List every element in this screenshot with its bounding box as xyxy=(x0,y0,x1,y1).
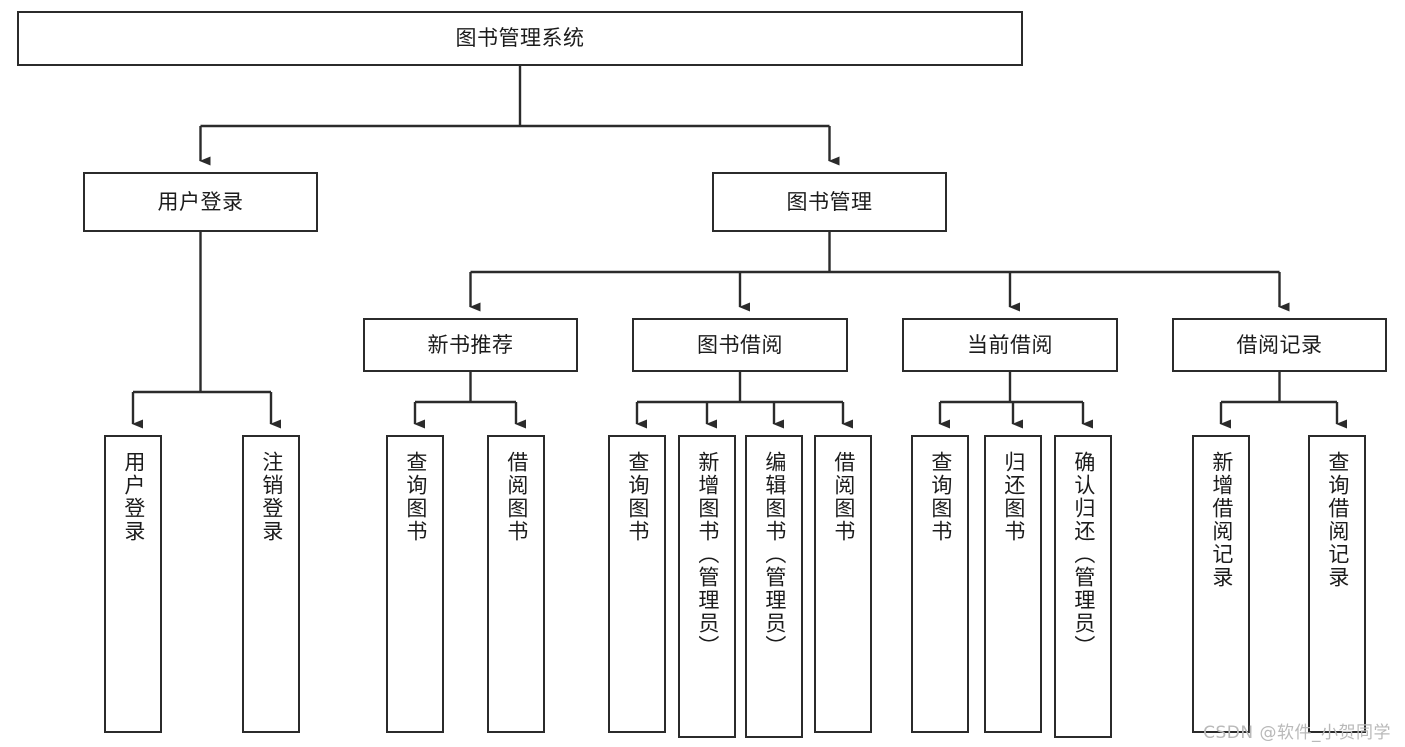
node-label: 新书推荐 xyxy=(427,332,514,357)
node-label: 当前借阅 xyxy=(967,332,1053,357)
node-l2b[interactable]: 图书管理 xyxy=(712,172,947,232)
node-label: 用户登录 xyxy=(121,451,146,543)
node-leaf1[interactable]: 用户登录 xyxy=(104,435,162,733)
node-l3d[interactable]: 借阅记录 xyxy=(1172,318,1387,372)
node-leaf6[interactable]: 新增图书（管理员） xyxy=(678,435,736,738)
node-label: 借阅记录 xyxy=(1236,332,1323,357)
node-leaf12[interactable]: 新增借阅记录 xyxy=(1192,435,1250,733)
node-label: 用户登录 xyxy=(157,189,244,214)
node-l2a[interactable]: 用户登录 xyxy=(83,172,318,232)
node-leaf10[interactable]: 归还图书 xyxy=(984,435,1042,733)
node-label: 归还图书 xyxy=(1001,451,1026,543)
node-leaf7[interactable]: 编辑图书（管理员） xyxy=(745,435,803,738)
node-leaf8[interactable]: 借阅图书 xyxy=(814,435,872,733)
node-leaf5[interactable]: 查询图书 xyxy=(608,435,666,733)
node-leaf9[interactable]: 查询图书 xyxy=(911,435,969,733)
node-label: 借阅图书 xyxy=(831,451,856,543)
node-label: 查询图书 xyxy=(403,451,428,543)
node-label: 确认归还（管理员） xyxy=(1071,451,1096,658)
node-label: 新增借阅记录 xyxy=(1209,451,1234,589)
node-l3b[interactable]: 图书借阅 xyxy=(632,318,848,372)
node-label: 借阅图书 xyxy=(504,451,529,543)
node-l3c[interactable]: 当前借阅 xyxy=(902,318,1118,372)
node-label: 图书管理系统 xyxy=(455,26,585,51)
node-label: 查询图书 xyxy=(928,451,953,543)
node-label: 查询借阅记录 xyxy=(1325,451,1350,589)
node-label: 编辑图书（管理员） xyxy=(762,451,787,658)
node-leaf3[interactable]: 查询图书 xyxy=(386,435,444,733)
node-label: 图书借阅 xyxy=(697,332,783,357)
node-l3a[interactable]: 新书推荐 xyxy=(363,318,578,372)
node-label: 新增图书（管理员） xyxy=(695,451,720,658)
node-label: 查询图书 xyxy=(625,451,650,543)
node-leaf11[interactable]: 确认归还（管理员） xyxy=(1054,435,1112,738)
node-leaf13[interactable]: 查询借阅记录 xyxy=(1308,435,1366,733)
node-leaf4[interactable]: 借阅图书 xyxy=(487,435,545,733)
watermark: CSDN @软件_小贺同学 xyxy=(1203,723,1391,743)
node-leaf2[interactable]: 注销登录 xyxy=(242,435,300,733)
node-root[interactable]: 图书管理系统 xyxy=(17,11,1023,66)
node-label: 图书管理 xyxy=(786,189,873,214)
node-label: 注销登录 xyxy=(259,451,284,543)
